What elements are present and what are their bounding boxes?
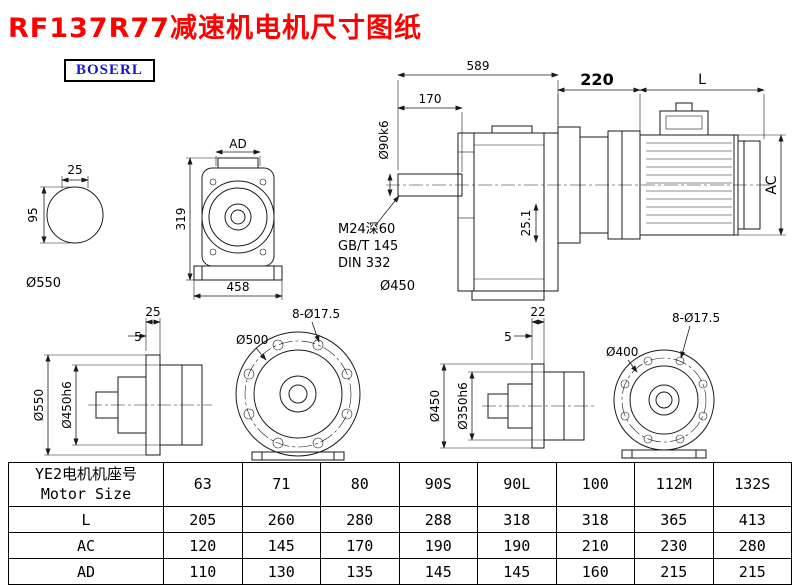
size-col-132s: 132S [712,462,792,507]
value-l-7: 413 [712,506,792,533]
dim-AC: AC [764,175,780,194]
view-gearbox-front: AD 319 458 [174,137,283,300]
note-standard-2: DIN 332 [338,256,391,271]
dim-outer-dia-a: Ø550 [32,389,46,421]
dim-key-height: 25.1 [519,210,533,237]
value-l-4: 318 [477,506,557,533]
size-col-80: 80 [320,462,400,507]
output-shaft [397,173,463,197]
motor-size-header-en: Motor Size [40,484,132,503]
view-flange-side-a: 25 5 Ø550 Ø450h6 [32,305,212,456]
size-col-100: 100 [555,462,635,507]
view-flange-front-b: 8-Ø17.5 Ø400 [606,311,720,459]
dim-589: 589 [467,59,490,73]
value-ad-2: 135 [320,558,400,585]
value-ac-7: 280 [712,532,792,559]
table-row-l: L 205 260 280 288 318 318 365 413 [8,506,792,533]
value-ac-5: 210 [555,532,635,559]
dim-5-a: 5 [134,330,142,344]
dim-bolt-circle-b: Ø400 [606,345,638,359]
value-l-1: 260 [241,506,321,533]
dim-spigot-dia-a: Ø450h6 [60,381,74,429]
size-col-63: 63 [163,462,243,507]
value-ac-2: 170 [320,532,400,559]
table-row-ac: AC 120 145 170 190 190 210 230 280 [8,532,792,559]
flange-outer-a [235,331,361,457]
dim-shaft-95: 95 [26,207,40,222]
dim-holes-b: 8-Ø17.5 [672,311,720,325]
dim-shaft-dia: Ø90k6 [377,120,391,159]
terminal-box [659,110,709,136]
dim-220: 220 [580,70,613,89]
dim-bolt-circle-a: Ø500 [236,333,268,347]
dim-dia-550-label: Ø550 [26,276,61,291]
note-thread: M24深60 [338,222,395,237]
dim-holes-a: 8-Ø17.5 [292,307,340,321]
gearbox-base [193,265,283,281]
dim-22-b: 22 [530,305,545,319]
motor-size-header: YE2电机机座号 Motor Size [8,462,164,507]
value-l-6: 365 [634,506,714,533]
value-ad-7: 215 [712,558,792,585]
dim-flange-dia: Ø450 [380,279,415,294]
value-l-2: 280 [320,506,400,533]
view-motor-side: 220 L AC [557,70,786,244]
dim-outer-dia-b: Ø450 [428,390,442,422]
value-ad-4: 145 [477,558,557,585]
value-ac-0: 120 [163,532,243,559]
row-label-ad: AD [8,558,164,585]
reducer-housing [457,132,559,292]
dim-ad: AD [229,137,246,151]
dim-key-width: 25 [67,163,82,177]
note-standard-1: GB/T 145 [338,239,398,254]
gearbox-housing [201,167,275,267]
dim-319: 319 [174,208,188,231]
brand-logo: BOSERL [64,59,155,82]
value-l-3: 288 [398,506,478,533]
dim-5-b: 5 [504,330,512,344]
row-label-ac: AC [8,532,164,559]
view-flange-front-a: 8-Ø17.5 Ø500 [235,307,361,461]
size-col-71: 71 [241,462,321,507]
value-ad-1: 130 [241,558,321,585]
view-reducer-side: 589 170 Ø90k6 M24深60 GB/T 145 DIN 332 Ø4… [338,59,572,301]
value-ac-6: 230 [634,532,714,559]
dim-458: 458 [227,280,250,294]
page-title: RF137R77减速机电机尺寸图纸 [8,13,422,44]
value-ac-4: 190 [477,532,557,559]
value-ad-3: 145 [398,558,478,585]
value-ac-3: 190 [398,532,478,559]
flange-outer-b [613,349,715,451]
fan-cover [737,140,761,230]
value-ac-1: 145 [241,532,321,559]
motor-size-header-cn: YE2电机机座号 [34,465,138,483]
size-col-112m: 112M [634,462,714,507]
value-ad-5: 160 [555,558,635,585]
table-row-ad: AD 110 130 135 145 145 160 215 215 [8,558,792,585]
view-shaft-section: 25 95 Ø550 [26,163,104,291]
size-col-90s: 90S [398,462,478,507]
value-l-5: 318 [555,506,635,533]
dim-170: 170 [419,92,442,106]
size-col-90l: 90L [477,462,557,507]
dim-25-a: 25 [145,305,160,319]
view-flange-side-b: 22 5 Ø450 Ø350h6 [428,305,594,449]
value-ad-0: 110 [163,558,243,585]
table-header-row: YE2电机机座号 Motor Size 63 71 80 90S 90L 100… [8,462,792,507]
row-label-l: L [8,506,164,533]
dim-spigot-dia-b: Ø350h6 [456,382,470,430]
shaft-section-circle [46,186,104,244]
value-ad-6: 215 [634,558,714,585]
value-l-0: 205 [163,506,243,533]
dim-L: L [698,72,706,88]
dimension-table: YE2电机机座号 Motor Size 63 71 80 90S 90L 100… [8,462,792,585]
